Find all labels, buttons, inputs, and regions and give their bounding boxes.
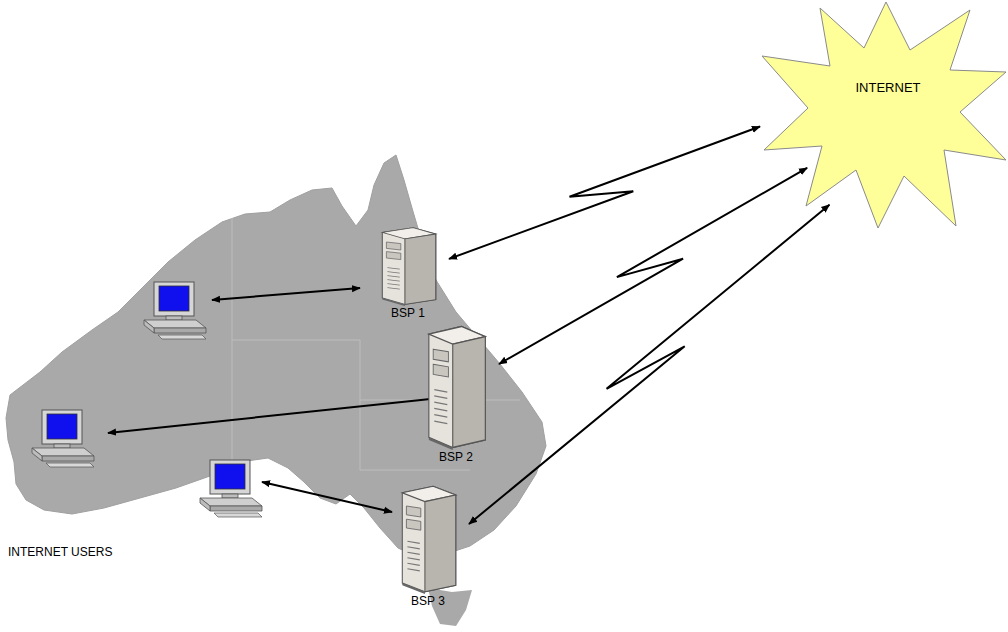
user-computer — [144, 282, 206, 339]
server-node: BSP 1 — [369, 226, 447, 320]
link-connector — [449, 127, 760, 259]
internet-cloud: INTERNET — [760, 0, 1008, 230]
state-borders — [232, 218, 520, 470]
server-node: BSP 3 — [389, 484, 467, 608]
server-icon — [418, 324, 494, 450]
australia-mainland — [6, 155, 546, 558]
server-label: BSP 1 — [369, 306, 447, 320]
cloud-label: INTERNET — [856, 81, 921, 95]
user-computer — [32, 410, 94, 467]
server-label: BSP 2 — [415, 450, 497, 464]
group-label: INTERNET USERS — [8, 545, 112, 559]
server-node: BSP 2 — [415, 324, 497, 464]
link-connector — [499, 168, 807, 364]
server-icon — [372, 226, 444, 306]
link-connector — [469, 205, 829, 524]
server-icon — [392, 484, 464, 594]
user-computer — [200, 460, 262, 517]
starburst-shape — [760, 0, 1008, 230]
server-label: BSP 3 — [389, 594, 467, 608]
user-links — [108, 288, 440, 512]
